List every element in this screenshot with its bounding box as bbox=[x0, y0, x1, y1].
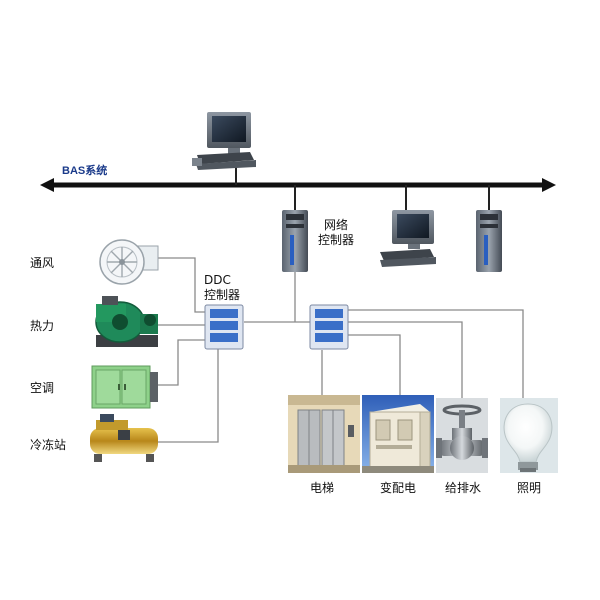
connection-wires bbox=[158, 167, 524, 443]
air-conditioning-label: 空调 bbox=[30, 381, 55, 395]
water-supply-label: 给排水 bbox=[445, 481, 482, 495]
ddc-controller-label-line1: DDC bbox=[204, 273, 231, 287]
top-workstation-icon bbox=[192, 112, 256, 170]
substation-icon bbox=[362, 395, 434, 473]
network-controller-label-line2: 控制器 bbox=[318, 233, 355, 247]
water-valve-icon bbox=[436, 398, 488, 473]
lighting-label: 照明 bbox=[517, 481, 542, 495]
network-controller-label-line1: 网络 bbox=[324, 218, 349, 232]
lightbulb-icon bbox=[500, 398, 558, 473]
ventilation-fan-icon bbox=[99, 239, 159, 285]
ddc-controller-label-line2: 控制器 bbox=[204, 288, 241, 302]
server-tower-icon bbox=[476, 210, 502, 272]
bas-system-label: BAS系统 bbox=[62, 165, 108, 177]
ddc-controller-label: DDC 控制器 bbox=[204, 273, 240, 303]
ventilation-label: 通风 bbox=[30, 256, 55, 270]
elevator-icon bbox=[288, 395, 360, 473]
network-controller-label: 网络 控制器 bbox=[318, 218, 354, 248]
elevator-label: 电梯 bbox=[310, 481, 335, 495]
bus-right-arrow-icon bbox=[542, 178, 556, 192]
air-conditioner-icon bbox=[91, 365, 158, 409]
network-controller-tower-icon bbox=[282, 210, 308, 272]
heat-pump-icon bbox=[95, 296, 158, 347]
heat-label: 热力 bbox=[30, 319, 55, 333]
chiller-station-label: 冷冻站 bbox=[30, 438, 67, 452]
chiller-icon bbox=[90, 414, 158, 462]
bas-bus bbox=[40, 178, 556, 192]
power-distribution-label: 变配电 bbox=[380, 481, 417, 495]
ddc-controller-left-icon bbox=[204, 304, 244, 350]
ddc-controller-right-icon bbox=[309, 304, 349, 350]
bus-left-arrow-icon bbox=[40, 178, 54, 192]
right-workstation-icon bbox=[380, 210, 436, 267]
